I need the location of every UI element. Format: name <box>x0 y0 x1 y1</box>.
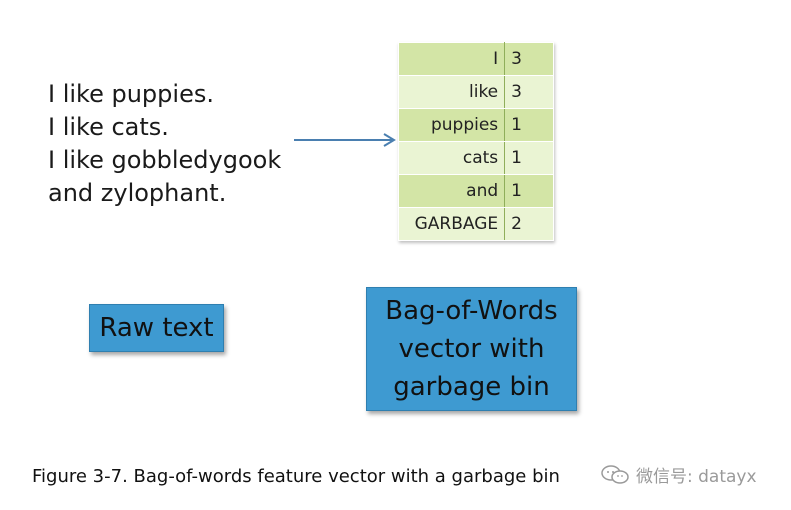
bow-label-line: Bag-of-Words <box>385 296 558 326</box>
table-cell-count: 3 <box>504 42 554 76</box>
table-row: cats 1 <box>397 141 554 175</box>
raw-text-line: I like puppies. <box>48 80 214 108</box>
raw-text-label-box: Raw text <box>89 304 224 352</box>
raw-text-sentences: I like puppies. I like cats. I like gobb… <box>48 78 281 210</box>
table-row: and 1 <box>397 174 554 208</box>
figure-caption: Figure 3-7. Bag-of-words feature vector … <box>32 466 560 487</box>
bag-of-words-label-box: Bag-of-Words vector with garbage bin <box>366 287 577 411</box>
arrow-icon <box>294 133 396 147</box>
table-cell-word: cats <box>397 141 506 175</box>
raw-text-line: I like gobbledygook <box>48 146 282 174</box>
table-row: puppies 1 <box>397 108 554 142</box>
raw-text-line: I like cats. <box>48 113 169 141</box>
table-cell-count: 1 <box>504 141 554 175</box>
table-cell-word: and <box>397 174 506 208</box>
table-cell-word: GARBAGE <box>397 207 506 241</box>
watermark: 微信号: datayx <box>600 462 757 487</box>
table-row: I 3 <box>397 42 554 76</box>
table-cell-count: 1 <box>504 108 554 142</box>
table-cell-count: 2 <box>504 207 554 241</box>
chat-bubble-icon <box>601 464 629 484</box>
bag-of-words-table: I 3 like 3 puppies 1 cats 1 and 1 GARBAG… <box>397 42 554 241</box>
table-cell-count: 3 <box>504 75 554 109</box>
table-cell-count: 1 <box>504 174 554 208</box>
bow-label-line: garbage bin <box>393 372 550 402</box>
table-cell-word: like <box>397 75 506 109</box>
table-row: GARBAGE 2 <box>397 207 554 241</box>
raw-text-line: and zylophant. <box>48 179 227 207</box>
table-cell-word: puppies <box>397 108 506 142</box>
table-cell-word: I <box>397 42 506 76</box>
watermark-text: 微信号: datayx <box>636 467 757 487</box>
table-row: like 3 <box>397 75 554 109</box>
bow-label-line: vector with <box>398 334 545 364</box>
